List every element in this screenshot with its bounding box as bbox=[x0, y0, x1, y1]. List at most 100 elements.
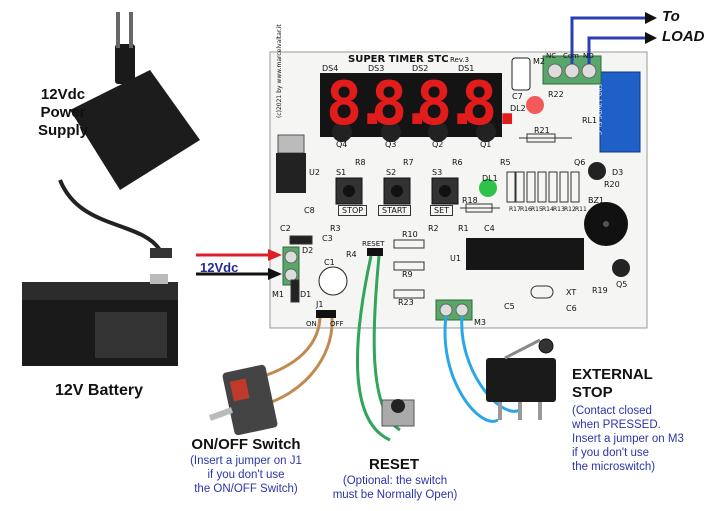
r1-label: R1 bbox=[458, 224, 469, 233]
reset-pcb-label: RESET bbox=[362, 240, 385, 248]
external-stop-note-line1: (Contact closed bbox=[572, 405, 652, 417]
load-label-line1: To bbox=[662, 8, 680, 25]
xt-label: XT bbox=[566, 288, 577, 297]
onoff-note-line1: (Insert a jumper on J1 bbox=[190, 455, 302, 467]
display-digit: 8. bbox=[371, 69, 435, 139]
transistor-label: Q2 bbox=[432, 140, 444, 149]
r3-label: R3 bbox=[330, 224, 341, 233]
onoff-toggle-switch bbox=[208, 364, 278, 436]
pcb-rev: Rev.3 bbox=[450, 56, 470, 64]
m3-label: M3 bbox=[474, 318, 486, 327]
r18-label: R18 bbox=[462, 196, 478, 205]
r6-label: R6 bbox=[452, 158, 463, 167]
display-digit: 8. bbox=[461, 69, 525, 139]
transistor-label: Q4 bbox=[336, 140, 348, 149]
button-ref: S3 bbox=[432, 168, 443, 177]
regulator-u2 bbox=[276, 153, 306, 193]
pcb-board bbox=[269, 51, 648, 329]
transistor-label: Q3 bbox=[385, 140, 397, 149]
relay-text: SRD-12VDC-SL-C bbox=[595, 84, 602, 135]
power-supply-line3: Supply bbox=[37, 122, 88, 139]
u2-label: U2 bbox=[309, 168, 320, 177]
m2-label: M2 bbox=[533, 57, 545, 66]
resistor-label: R11 bbox=[575, 206, 587, 213]
q6-label: Q6 bbox=[574, 158, 586, 167]
c1-label: C1 bbox=[324, 258, 335, 267]
power-input-arrows bbox=[196, 249, 282, 280]
external-stop-title-line1: EXTERNAL bbox=[572, 366, 653, 383]
rl1-label: RL1 bbox=[582, 116, 598, 125]
start-button-label: START bbox=[378, 205, 411, 216]
microswitch bbox=[486, 338, 556, 420]
power-supply-line1: 12Vdc bbox=[40, 86, 86, 103]
seven-segment-display bbox=[320, 73, 502, 137]
pcb-copyright: (c)2021 by www.marcelvaltar.it bbox=[276, 24, 283, 118]
battery-12v bbox=[22, 274, 178, 366]
load-arrows bbox=[645, 12, 657, 44]
onoff-note-line2: if you don't use bbox=[207, 469, 285, 481]
r21-label: R21 bbox=[534, 126, 550, 135]
display-label: DS2 bbox=[412, 64, 429, 73]
external-stop-note-line4: if you don't use bbox=[572, 447, 649, 459]
chip-u1 bbox=[466, 238, 584, 270]
r23-label: R23 bbox=[398, 298, 414, 307]
button-ref: S2 bbox=[386, 168, 397, 177]
pcb-buttons bbox=[335, 177, 459, 205]
m2-term: Com bbox=[563, 52, 579, 60]
resistor-label: R12 bbox=[564, 206, 576, 213]
d1-label: D1 bbox=[300, 290, 312, 299]
resistor-label: R17 bbox=[509, 206, 521, 213]
onoff-title: ON/OFF Switch bbox=[191, 436, 301, 453]
r10-label: R10 bbox=[402, 230, 418, 239]
pcb-title: SUPER TIMER STC bbox=[348, 54, 449, 65]
q5-label: Q5 bbox=[616, 280, 628, 289]
resistor-label: R14 bbox=[542, 206, 554, 213]
display-digit: 8. bbox=[416, 69, 480, 139]
bz1-label: BZ1 bbox=[588, 196, 605, 205]
c2-label: C2 bbox=[280, 224, 291, 233]
reset-header bbox=[367, 248, 383, 256]
r4-label: R4 bbox=[346, 250, 357, 259]
external-stop-note-line2: when PRESSED. bbox=[572, 419, 661, 431]
dl2-label: DL2 bbox=[510, 104, 526, 113]
display-label: DS3 bbox=[368, 64, 385, 73]
external-stop-title-line2: STOP bbox=[572, 384, 613, 401]
relay-rl1 bbox=[599, 71, 641, 153]
reset-pushbutton bbox=[381, 399, 415, 427]
r8-label: R8 bbox=[355, 158, 366, 167]
m2-term: NC bbox=[546, 52, 557, 60]
reset-note-line2: must be Normally Open) bbox=[332, 489, 458, 501]
resistor-label: R15 bbox=[531, 206, 543, 213]
m2-term: NO bbox=[583, 52, 594, 60]
c5-label: C5 bbox=[504, 302, 515, 311]
r19-label: R19 bbox=[592, 286, 608, 295]
display-label: DS4 bbox=[322, 64, 339, 73]
c6-label: C6 bbox=[566, 304, 577, 313]
u1-label: U1 bbox=[450, 254, 461, 263]
m1-label: M1 bbox=[272, 290, 284, 299]
j1-label: J1 bbox=[316, 300, 324, 309]
reset-title: RESET bbox=[368, 456, 419, 473]
display-label: DS1 bbox=[458, 64, 475, 73]
button-ref: S1 bbox=[336, 168, 347, 177]
off-label: OFF bbox=[330, 320, 344, 328]
power-supply-adapter bbox=[58, 12, 200, 258]
r20-label: R20 bbox=[604, 180, 620, 189]
stop-wires bbox=[443, 315, 521, 423]
dl1-label: DL1 bbox=[482, 174, 498, 183]
led-dl2 bbox=[526, 96, 544, 114]
header-j1 bbox=[316, 310, 336, 318]
input-voltage-label: 12Vdc bbox=[200, 260, 239, 275]
transistor-label: Q1 bbox=[480, 140, 492, 149]
capacitor-c1 bbox=[318, 266, 348, 296]
r2-label: R2 bbox=[428, 224, 439, 233]
resistor-label: R16 bbox=[520, 206, 532, 213]
reset-note-line1: (Optional: the switch bbox=[342, 475, 448, 487]
resistor-label: R13 bbox=[553, 206, 565, 213]
c8-label: C8 bbox=[304, 206, 315, 215]
c4-label: C4 bbox=[484, 224, 495, 233]
c3-label: C3 bbox=[322, 234, 333, 243]
d2-label: D2 bbox=[302, 246, 314, 255]
r7-label: R7 bbox=[403, 158, 414, 167]
